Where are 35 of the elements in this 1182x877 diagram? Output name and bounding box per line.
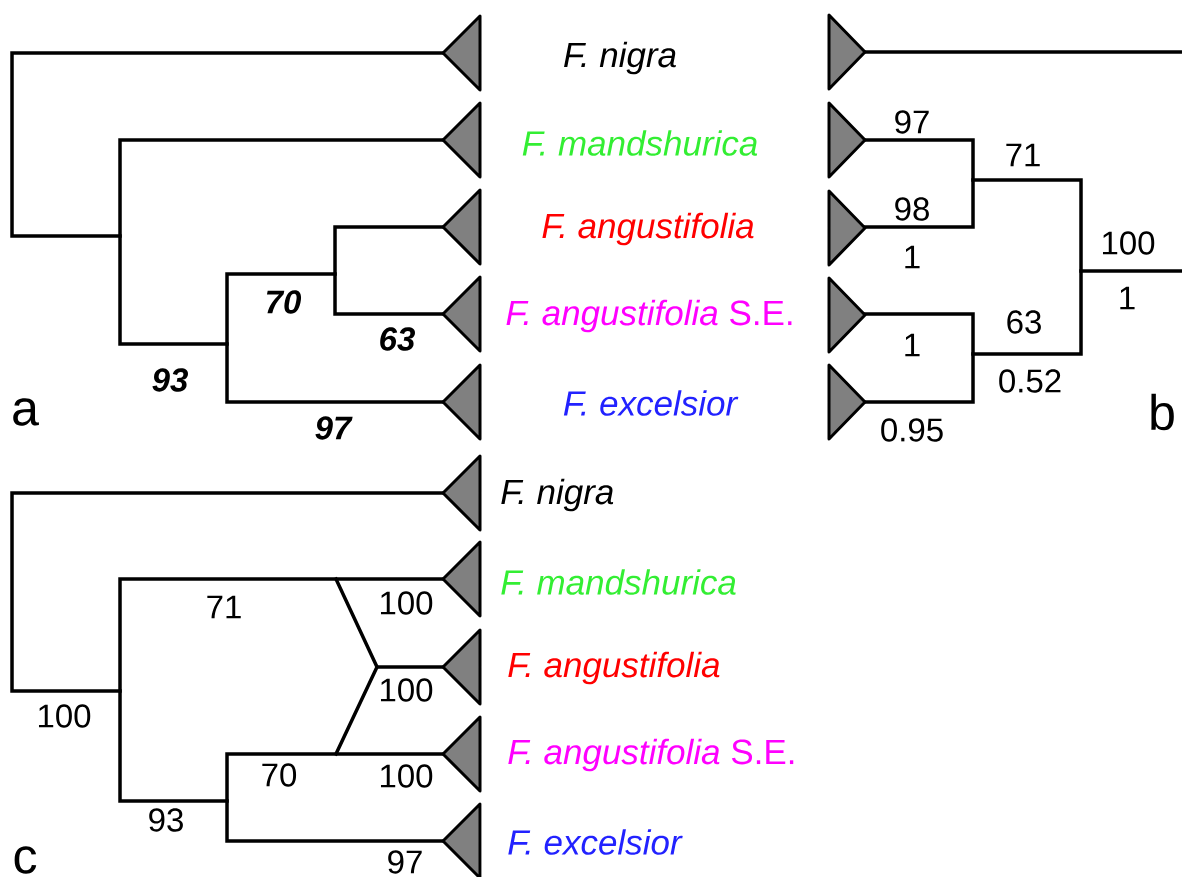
- taxon-label: F. angustifolia: [542, 212, 754, 246]
- support-value: 100: [39, 704, 91, 728]
- support-value: 100: [381, 591, 433, 615]
- support-value: 70: [266, 290, 302, 314]
- panel-letter: b: [1151, 393, 1174, 431]
- support-value: 100: [381, 764, 433, 788]
- support-value: 0.95: [881, 418, 943, 442]
- support-value: 1: [1120, 286, 1135, 310]
- support-value: 97: [315, 416, 353, 440]
- taxon-label: F. mandshurica: [501, 569, 736, 595]
- support-value: 93: [152, 368, 188, 392]
- support-value: 71: [207, 595, 241, 619]
- support-value: 63: [1007, 310, 1041, 334]
- support-value: 0.52: [999, 369, 1061, 393]
- support-value: 71: [1006, 143, 1040, 167]
- support-value: 97: [895, 110, 929, 134]
- taxon-label: F. nigra: [501, 478, 614, 512]
- taxon-label: F. excelsior: [563, 390, 739, 416]
- support-value: 93: [149, 808, 183, 832]
- support-value: 100: [1103, 231, 1155, 255]
- taxon-label: F. angustifolia S.E.: [508, 738, 794, 772]
- taxon-label: F. nigra: [564, 41, 676, 75]
- taxon-label: F. angustifolia: [508, 651, 720, 685]
- support-value: 1: [905, 245, 920, 269]
- support-value: 1: [905, 333, 920, 357]
- support-value: 63: [380, 327, 415, 351]
- support-value: 97: [388, 850, 422, 874]
- taxon-label: F. excelsior: [508, 829, 683, 855]
- support-value: 70: [262, 763, 297, 787]
- panel-letter: a: [13, 398, 39, 426]
- taxon-label: F. angustifolia S.E.: [506, 299, 792, 333]
- support-value: 100: [381, 678, 433, 702]
- taxon-label: F. mandshurica: [522, 130, 758, 156]
- support-value: 98: [895, 197, 929, 221]
- panel-letter: c: [14, 846, 37, 874]
